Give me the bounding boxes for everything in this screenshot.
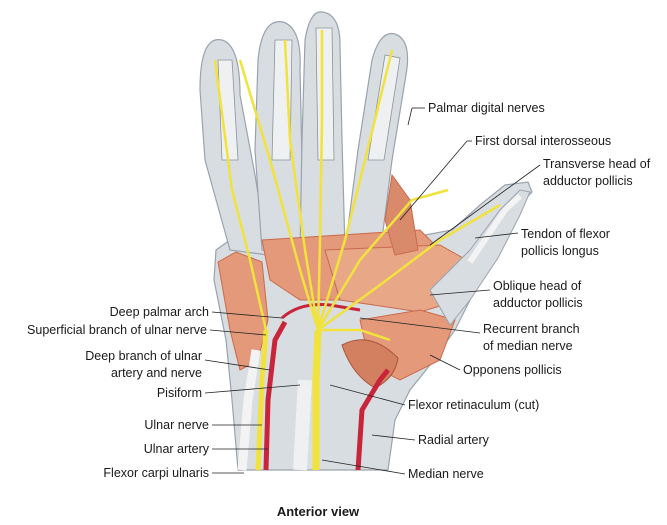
finger-tendon-sheaths bbox=[217, 27, 401, 161]
label-tendon-fpl-line2: pollicis longus bbox=[521, 244, 599, 258]
label-pisiform: Pisiform bbox=[157, 386, 202, 400]
thumb bbox=[429, 189, 531, 326]
label-ulnar-nerve: Ulnar nerve bbox=[144, 418, 209, 432]
deep-palmar-arch-vessel bbox=[281, 303, 361, 320]
label-transverse-head-line2: adductor pollicis bbox=[543, 174, 633, 188]
right-labels: Palmar digital nerves First dorsal inter… bbox=[408, 101, 651, 481]
label-transverse-head-line1: Transverse head of bbox=[543, 157, 651, 171]
central-tendon bbox=[293, 379, 312, 471]
label-flexor-carpi-ulnaris: Flexor carpi ulnaris bbox=[103, 466, 209, 480]
label-flexor-retinaculum: Flexor retinaculum (cut) bbox=[408, 398, 539, 412]
label-tendon-fpl-line1: Tendon of flexor bbox=[521, 227, 610, 241]
label-oblique-head-line1: Oblique head of bbox=[493, 279, 582, 293]
fpl-tendon bbox=[467, 193, 523, 264]
label-deep-branch-ulnar-line1: Deep branch of ulnar bbox=[85, 349, 202, 363]
label-ulnar-artery: Ulnar artery bbox=[144, 442, 210, 456]
median-nerve-trunk bbox=[312, 329, 322, 470]
digital-nerve-branches bbox=[213, 30, 501, 342]
radial-artery-vessel bbox=[355, 368, 390, 471]
figure-caption: Anterior view bbox=[277, 504, 360, 519]
label-radial-artery: Radial artery bbox=[418, 433, 490, 447]
label-first-dorsal-interosseous: First dorsal interosseous bbox=[475, 134, 611, 148]
label-opponens-pollicis: Opponens pollicis bbox=[463, 363, 562, 377]
label-deep-branch-ulnar-line2: artery and nerve bbox=[111, 366, 202, 380]
hand-illustration bbox=[199, 11, 533, 471]
label-recurrent-branch-line1: Recurrent branch bbox=[483, 322, 580, 336]
ulnar-nerve-trunk bbox=[255, 329, 269, 471]
label-deep-palmar-arch: Deep palmar arch bbox=[110, 305, 209, 319]
flexor-carpi-ulnaris-tendon bbox=[237, 349, 261, 471]
label-median-nerve: Median nerve bbox=[408, 467, 484, 481]
left-labels: Deep palmar arch Superficial branch of u… bbox=[27, 305, 210, 480]
ulnar-artery-vessel bbox=[263, 320, 288, 471]
leader-lines bbox=[204, 107, 541, 475]
label-oblique-head-line2: adductor pollicis bbox=[493, 296, 583, 310]
label-recurrent-branch-line2: of median nerve bbox=[483, 339, 573, 353]
first-dorsal-interosseous-muscle bbox=[384, 173, 419, 256]
label-palmar-digital-nerves: Palmar digital nerves bbox=[428, 101, 545, 115]
label-superficial-branch-ulnar-nerve: Superficial branch of ulnar nerve bbox=[27, 323, 207, 337]
